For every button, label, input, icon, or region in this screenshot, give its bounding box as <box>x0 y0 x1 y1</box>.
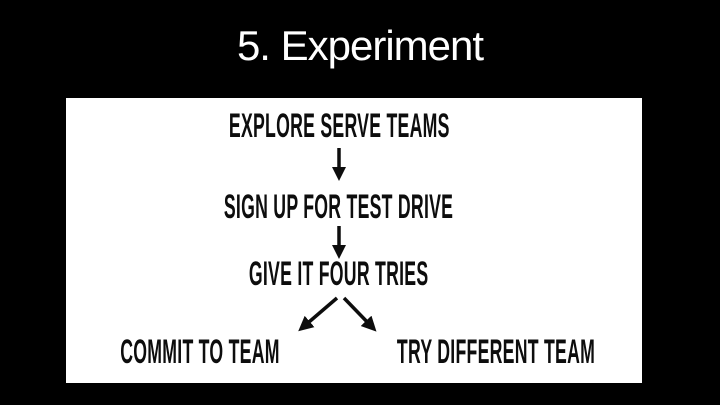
flow-step-signup: SIGN UP FOR TEST DRIVE <box>51 190 627 224</box>
arrow-down-icon <box>332 148 346 181</box>
flow-outcome-label: COMMIT TO TEAM <box>120 333 280 371</box>
arrow-down-icon <box>332 226 346 259</box>
flow-step-label: GIVE IT FOUR TRIES <box>249 255 429 293</box>
flow-step-label: SIGN UP FOR TEST DRIVE <box>224 188 454 226</box>
flow-step-tries: GIVE IT FOUR TRIES <box>51 257 627 291</box>
flow-outcome-try-different: TRY DIFFERENT TEAM <box>305 335 686 369</box>
flowchart-panel: EXPLORE SERVE TEAMS SIGN UP FOR TEST DRI… <box>66 98 642 383</box>
flow-outcome-commit: COMMIT TO TEAM <box>47 335 354 369</box>
flow-step-explore: EXPLORE SERVE TEAMS <box>51 109 627 143</box>
arrow-down-left-icon <box>298 296 339 332</box>
flow-outcome-label: TRY DIFFERENT TEAM <box>396 333 596 371</box>
flow-step-label: EXPLORE SERVE TEAMS <box>228 107 450 145</box>
branch-arrows <box>298 296 377 332</box>
slide-title: 5. Experiment <box>236 22 484 69</box>
arrow-down-right-icon <box>342 296 377 332</box>
